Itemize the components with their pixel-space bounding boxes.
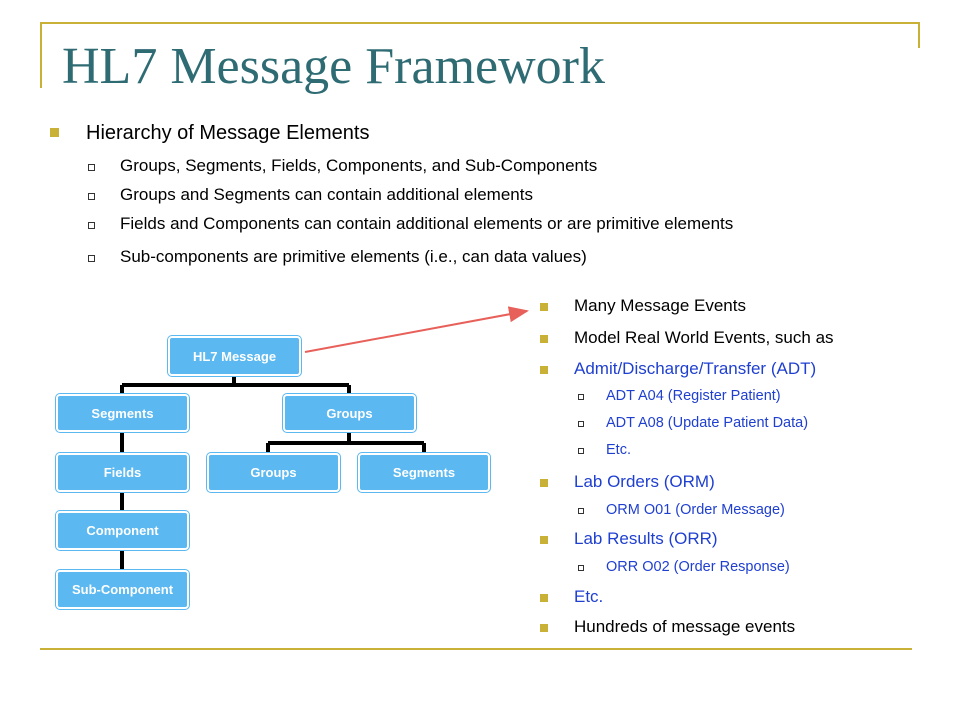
- node-fields: Fields: [56, 453, 189, 492]
- events-item-etc: Etc.: [574, 587, 604, 606]
- events-item-orm-o01: ORM O01 (Order Message): [606, 502, 785, 518]
- sub-bullet-marker: [88, 193, 95, 200]
- node-sub-component: Sub-Component: [56, 570, 189, 609]
- sub-bullet-marker: [578, 448, 584, 454]
- events-item-1: Many Message Events: [574, 296, 746, 315]
- node-child-groups: Groups: [207, 453, 340, 492]
- left-rule: [40, 22, 42, 88]
- events-item-hundreds: Hundreds of message events: [574, 617, 796, 636]
- sub-bullet-marker: [88, 255, 95, 262]
- bullet-marker: [540, 303, 548, 311]
- top-rule: [40, 22, 920, 24]
- bullet-marker: [540, 366, 548, 374]
- bullet-marker: [50, 128, 59, 137]
- events-item-adt: Admit/Discharge/Transfer (ADT): [574, 359, 817, 378]
- node-segments: Segments: [56, 394, 189, 432]
- right-rule: [918, 22, 920, 48]
- sub-bullet-marker: [88, 222, 95, 229]
- sub-bullet-marker: [88, 164, 95, 171]
- main-item-2: Groups and Segments can contain addition…: [120, 185, 533, 204]
- main-item-3: Fields and Components can contain additi…: [120, 214, 734, 233]
- events-item-adt-etc: Etc.: [606, 442, 631, 458]
- bullet-marker: [540, 594, 548, 602]
- sub-bullet-marker: [578, 421, 584, 427]
- bottom-rule: [40, 648, 912, 650]
- events-item-orm: Lab Orders (ORM): [574, 472, 715, 491]
- node-groups: Groups: [283, 394, 416, 432]
- bullet-marker: [540, 536, 548, 544]
- sub-bullet-marker: [578, 508, 584, 514]
- events-item-orr-o02: ORR O02 (Order Response): [606, 559, 790, 575]
- bullet-marker: [540, 624, 548, 632]
- main-heading: Hierarchy of Message Elements: [86, 122, 370, 144]
- slide-title: HL7 Message Framework: [62, 38, 605, 95]
- main-item-4: Sub-components are primitive elements (i…: [120, 247, 587, 266]
- bullet-marker: [540, 335, 548, 343]
- events-item-adt-a08: ADT A08 (Update Patient Data): [606, 415, 809, 431]
- node-component: Component: [56, 511, 189, 550]
- events-item-2: Model Real World Events, such as: [574, 328, 834, 347]
- sub-bullet-marker: [578, 565, 584, 571]
- callout-arrow: [304, 306, 529, 353]
- sub-bullet-marker: [578, 394, 584, 400]
- node-hl7-message: HL7 Message: [168, 336, 301, 376]
- events-item-adt-a04: ADT A04 (Register Patient): [606, 388, 781, 404]
- node-child-segments: Segments: [358, 453, 490, 492]
- events-item-orr: Lab Results (ORR): [574, 529, 718, 548]
- main-item-1: Groups, Segments, Fields, Components, an…: [120, 156, 598, 175]
- bullet-marker: [540, 479, 548, 487]
